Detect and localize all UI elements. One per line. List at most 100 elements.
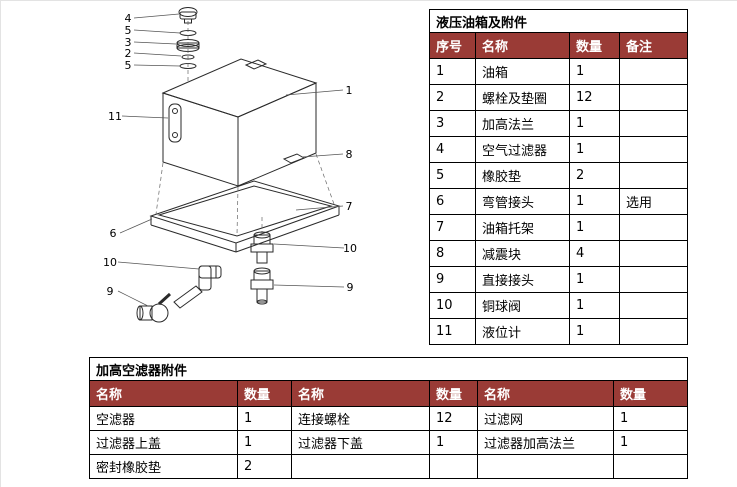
- cell-qty: 1: [569, 292, 620, 319]
- cell-name: 空气过滤器: [475, 136, 570, 163]
- callout-11: 11: [108, 110, 122, 123]
- cell-qty: 1: [237, 406, 292, 431]
- filter-parts-table: 加高空滤器附件 名称 数量 名称 数量 名称 数量 空滤器 1 连接螺栓 12 …: [88, 357, 689, 479]
- table-row: 空滤器 1 连接螺栓 12 过滤网 1: [89, 406, 689, 431]
- table-row: 5 橡胶垫 2: [429, 162, 689, 189]
- elbow-and-ball-valve: [136, 265, 222, 323]
- table-row: 9 直接接头 1: [429, 266, 689, 293]
- cell-note: [618, 84, 689, 111]
- shock-pad: [282, 153, 306, 164]
- cell-seq: 7: [429, 214, 476, 241]
- straight-fitting-assembly: [250, 217, 274, 305]
- col-header-name: 名称: [475, 32, 570, 59]
- cell-name: 加高法兰: [475, 110, 570, 137]
- cell-seq: 9: [429, 266, 476, 293]
- callout-1: 1: [346, 84, 353, 97]
- cell-name: 铜球阀: [475, 292, 570, 319]
- cell-note: [618, 292, 689, 319]
- oil-tank-body: [161, 58, 318, 187]
- callout-leaders: [117, 13, 345, 307]
- cell-qty: 1: [612, 406, 689, 431]
- callout-8: 8: [346, 148, 353, 161]
- cell-name: [291, 454, 430, 479]
- callout-2: 2: [125, 47, 132, 60]
- cell-name: 直接接头: [475, 266, 570, 293]
- cell-qty: 1: [612, 430, 689, 455]
- cell-name: 密封橡胶垫: [89, 454, 238, 479]
- callout-10-right: 10: [343, 242, 357, 255]
- col-header-qty: 数量: [569, 32, 620, 59]
- callout-9-right: 9: [347, 281, 354, 294]
- main-table-title: 液压油箱及附件: [428, 9, 689, 33]
- col-header-qty: 数量: [237, 380, 292, 407]
- cell-seq: 1: [429, 58, 476, 85]
- cell-qty: 1: [569, 58, 620, 85]
- callout-5b: 5: [125, 59, 132, 72]
- cell-name: 橡胶垫: [475, 162, 570, 189]
- table-row: 10 铜球阀 1: [429, 292, 689, 319]
- cell-name: 过滤器加高法兰: [477, 430, 614, 455]
- cell-qty: 1: [569, 110, 620, 137]
- cell-seq: 4: [429, 136, 476, 163]
- col-header-name: 名称: [291, 380, 430, 407]
- cell-name: 螺栓及垫圈: [475, 84, 570, 111]
- cell-qty: 12: [429, 406, 478, 431]
- cell-qty: 1: [237, 430, 292, 455]
- callout-6: 6: [110, 227, 117, 240]
- table-header-row: 名称 数量 名称 数量 名称 数量: [89, 380, 689, 407]
- callout-numbers: 4 5 3 2 5 1 11 8 7 6 10 9 10 9: [103, 12, 357, 298]
- col-header-name: 名称: [89, 380, 238, 407]
- cell-qty: 1: [569, 266, 620, 293]
- cell-qty: 1: [569, 318, 620, 345]
- cell-seq: 2: [429, 84, 476, 111]
- cell-note: [618, 162, 689, 189]
- cell-seq: 6: [429, 188, 476, 215]
- cell-note: [618, 136, 689, 163]
- cell-note: [618, 240, 689, 267]
- callout-4: 4: [125, 12, 132, 25]
- exploded-diagram: 4 5 3 2 5 1 11 8 7 6 10 9 10 9: [96, 3, 426, 353]
- cell-name: 弯管接头: [475, 188, 570, 215]
- tank-exploded-view: 4 5 3 2 5 1 11 8 7 6 10 9 10 9: [103, 7, 357, 323]
- cell-note: [618, 214, 689, 241]
- cell-qty: 4: [569, 240, 620, 267]
- cell-name: [477, 454, 614, 479]
- col-header-name: 名称: [477, 380, 614, 407]
- table-title-row: 液压油箱及附件: [428, 9, 689, 33]
- cell-name: 油箱托架: [475, 214, 570, 241]
- cell-seq: 3: [429, 110, 476, 137]
- filter-table-title: 加高空滤器附件: [88, 357, 689, 381]
- col-header-note: 备注: [618, 32, 689, 59]
- cell-qty: 1: [429, 430, 478, 455]
- cell-name: 减震块: [475, 240, 570, 267]
- cell-seq: 11: [429, 318, 476, 345]
- cell-seq: 8: [429, 240, 476, 267]
- cell-qty: [429, 454, 478, 479]
- cell-qty: [612, 454, 689, 479]
- table-row: 8 减震块 4: [429, 240, 689, 267]
- cell-qty: 1: [569, 136, 620, 163]
- mounting-frame: [149, 153, 341, 253]
- col-header-seq: 序号: [429, 32, 476, 59]
- cell-qty: 12: [569, 84, 620, 111]
- cell-qty: 2: [237, 454, 292, 479]
- table-row: 4 空气过滤器 1: [429, 136, 689, 163]
- cell-note: [618, 318, 689, 345]
- cell-seq: 10: [429, 292, 476, 319]
- cell-qty: 1: [569, 214, 620, 241]
- callout-9-left: 9: [107, 285, 114, 298]
- cell-name: 过滤器上盖: [89, 430, 238, 455]
- table-title-row: 加高空滤器附件: [88, 357, 689, 381]
- callout-7: 7: [346, 200, 353, 213]
- cell-note: 选用: [618, 188, 689, 215]
- table-row: 过滤器上盖 1 过滤器下盖 1 过滤器加高法兰 1: [89, 430, 689, 455]
- callout-3: 3: [125, 36, 132, 49]
- cell-name: 液位计: [475, 318, 570, 345]
- cell-seq: 5: [429, 162, 476, 189]
- table-header-row: 序号 名称 数量 备注: [429, 32, 689, 59]
- col-header-qty: 数量: [429, 380, 478, 407]
- cell-name: 过滤器下盖: [291, 430, 430, 455]
- table-row: 6 弯管接头 1 选用: [429, 188, 689, 215]
- table-row: 2 螺栓及垫圈 12: [429, 84, 689, 111]
- table-row: 11 液位计 1: [429, 318, 689, 345]
